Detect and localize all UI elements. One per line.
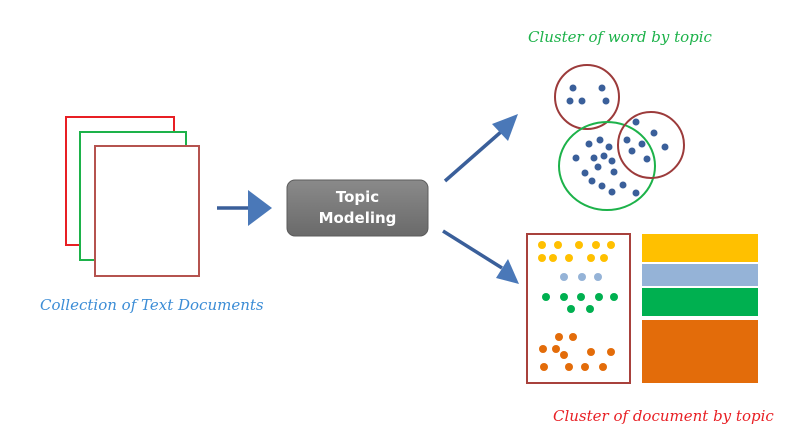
topic-dots-green (542, 293, 618, 313)
word-clusters-caption: Cluster of word by topic (528, 28, 712, 46)
word-dots-bottom (572, 136, 640, 197)
word-clusters (554, 64, 685, 211)
topic-dots-blue (560, 273, 602, 281)
topic-dots-yellow (538, 241, 615, 262)
topic-bar-green (642, 288, 758, 316)
topic-bar-yellow (642, 234, 758, 262)
word-dots-right (623, 118, 669, 163)
document-clusters-caption: Cluster of document by topic (553, 407, 774, 425)
document-stack (65, 116, 200, 277)
topic-bar-orange (642, 320, 758, 383)
topic-modeling-label: Topic Modeling (287, 180, 428, 236)
topic-modeling-line1: Topic (335, 188, 380, 206)
topic-modeling-line2: Modeling (318, 209, 397, 227)
topic-dots-orange (539, 333, 615, 371)
document-cluster-panel (526, 233, 758, 384)
word-dots-top (566, 84, 610, 105)
arrow-to-model (217, 190, 272, 226)
topic-bar-blue (642, 264, 758, 286)
documents-caption: Collection of Text Documents (40, 296, 264, 314)
arrow-to-word-clusters (443, 114, 518, 183)
document-page-front (94, 145, 200, 277)
topic-modeling-box (286, 179, 429, 237)
word-cluster-ring-bottom (558, 121, 656, 211)
word-cluster-ring-right (617, 111, 685, 179)
arrow-to-document-clusters (442, 229, 519, 284)
word-cluster-ring-top (554, 64, 620, 130)
